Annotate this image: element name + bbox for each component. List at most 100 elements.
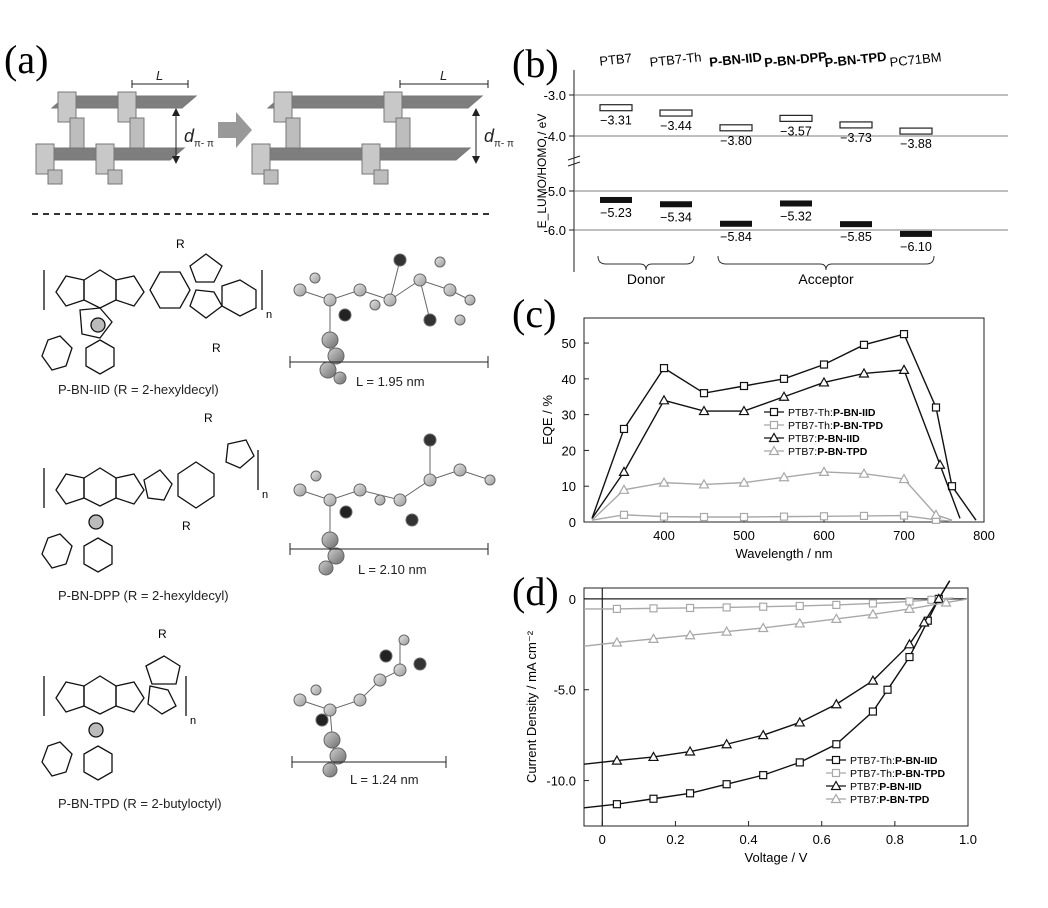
c-data-point (659, 512, 669, 521)
c-data-point (858, 367, 870, 378)
d-series-line (583, 598, 969, 647)
n-label-tpd: n (190, 715, 196, 727)
d-data-point (933, 593, 945, 604)
b-material-label: P-BN-IID (709, 49, 763, 69)
c-data-point (699, 512, 709, 522)
c-legend-label: PTB7-Th:P-BN-TPD (788, 420, 884, 432)
c-data-point (658, 476, 670, 487)
d-data-point (721, 625, 733, 636)
molecule-structure-dpp (41, 439, 259, 573)
b-lumo-level (659, 109, 693, 117)
b-lumo-value-label: −3.31 (600, 114, 632, 128)
b-y-axis-label: E_LUMO/HOMO / eV (535, 114, 549, 229)
panel-label-b: (b) (512, 41, 559, 86)
d-legend-label: PTB7-Th:P-BN-IID (850, 755, 938, 767)
d-series-4 (583, 596, 969, 647)
c-legend-item: PTB7-Th:P-BN-IID (764, 407, 876, 419)
d-legend-swatch-marker (830, 780, 842, 791)
d-y-tick-label: 0 (569, 592, 576, 607)
d-legend-label: PTB7-Th:P-BN-TPD (850, 768, 946, 780)
r-label-dpp-top: R (204, 411, 213, 425)
length-label-dpp: L = 2.10 nm (358, 562, 427, 577)
d-data-point (868, 707, 878, 716)
c-legend-item: PTB7:P-BN-IID (764, 432, 860, 445)
c-data-point (858, 467, 870, 478)
b-lumo-value-label: −3.80 (720, 134, 752, 148)
d-data-point (918, 616, 930, 627)
b-y-tick-label: -6.0 (544, 223, 566, 238)
c-data-point (899, 330, 909, 339)
d-data-point (830, 698, 842, 709)
c-legend-label: PTB7:P-BN-IID (788, 433, 860, 445)
d-data-point (649, 604, 658, 613)
d-legend-item: PTB7-Th:P-BN-TPD (826, 768, 946, 780)
c-series-2 (591, 510, 953, 524)
c-plot-frame (583, 317, 985, 523)
d-data-point (794, 617, 806, 628)
d-data-point (647, 751, 660, 762)
d-data-point (721, 738, 733, 749)
molecule-structure-iid (41, 253, 263, 375)
b-group-brace (717, 255, 935, 271)
d-data-point (684, 745, 696, 756)
d-series-line (583, 580, 951, 809)
c-data-point (859, 511, 869, 521)
c-data-point (899, 511, 909, 520)
d-data-point (757, 622, 769, 633)
d-series-2 (584, 595, 954, 613)
c-x-axis-label: Wavelength / nm (735, 546, 832, 561)
b-homo-level (780, 200, 812, 207)
d-legend-label: PTB7:P-BN-IID (850, 781, 922, 793)
d-legend-swatch-marker (831, 768, 841, 778)
b-material-label: PTB7-Th (649, 49, 702, 69)
d-x-tick-label: 1.0 (959, 832, 977, 847)
c-data-point (778, 391, 790, 401)
d-series-line (584, 597, 954, 610)
d-data-point (905, 652, 914, 662)
b-lumo-level (719, 124, 753, 132)
d-data-point (722, 780, 731, 789)
molecule-caption-tpd: P-BN-TPD (R = 2-butyloctyl) (58, 796, 222, 811)
c-x-tick-label: 600 (813, 528, 835, 543)
b-material-label: PTB7 (599, 50, 633, 68)
d-legend-item: PTB7:P-BN-TPD (826, 793, 930, 806)
d-data-point (612, 800, 622, 809)
b-homo-value-label: −6.10 (900, 240, 932, 254)
d-y-tick-label: -5.0 (554, 683, 576, 698)
schematic-distance-label-left: dπ- π (184, 126, 214, 150)
d-plot-frame (583, 587, 969, 827)
d-x-tick-label: 0.8 (886, 832, 904, 847)
d-data-point (757, 729, 769, 740)
b-homo-value-label: −5.23 (600, 206, 632, 220)
c-data-point (818, 466, 830, 476)
panel-label-d: (d) (512, 569, 559, 614)
c-data-point (739, 512, 749, 522)
c-data-point (618, 466, 630, 476)
c-data-point (819, 360, 829, 369)
d-data-point (611, 636, 623, 647)
d-data-point (759, 602, 768, 611)
b-homo-level (840, 221, 872, 228)
d-x-tick-label: 0 (599, 832, 606, 847)
d-data-point (685, 789, 695, 798)
c-y-axis-label: EQE / % (540, 395, 555, 445)
c-data-point (738, 405, 750, 416)
c-legend-item: PTB7:P-BN-TPD (764, 445, 868, 458)
c-x-tick-label: 400 (653, 528, 675, 543)
d-data-point (795, 601, 804, 611)
b-y-tick-label: -3.0 (544, 88, 566, 103)
d-data-point (832, 740, 841, 749)
d-data-point (722, 603, 731, 612)
d-data-point (611, 754, 623, 765)
r-label-dpp-bottom: R (182, 519, 191, 533)
d-y-axis-label: Current Density / mA cm⁻² (524, 630, 539, 783)
d-data-point (759, 771, 768, 780)
molecule-3d-model-tpd (293, 634, 427, 778)
b-lumo-value-label: −3.44 (660, 119, 692, 133)
molecule-3d-model-dpp (293, 433, 496, 576)
c-data-point (659, 364, 669, 373)
c-legend-swatch-marker (768, 432, 780, 443)
b-homo-value-label: −5.32 (780, 209, 812, 223)
r-label-iid-bottom: R (212, 341, 221, 355)
